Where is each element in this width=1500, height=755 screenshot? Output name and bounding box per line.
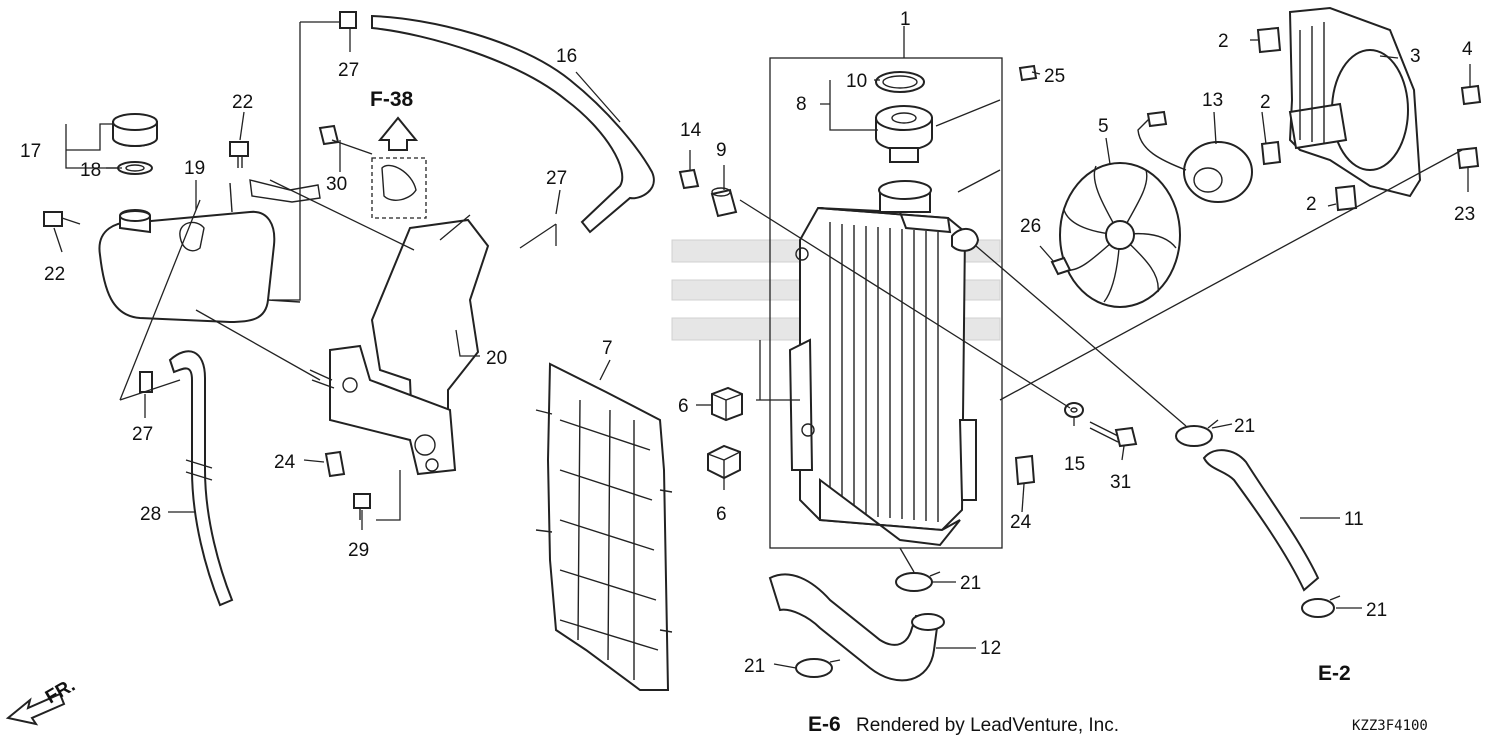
- label-14: 14: [680, 120, 702, 141]
- reserve-tank-cap: [112, 113, 158, 175]
- label-23: 23: [1454, 204, 1475, 225]
- rubber-6-lower: [707, 444, 741, 480]
- label-6-upper: 6: [678, 396, 689, 417]
- label-21-hose12-top: 21: [960, 573, 981, 594]
- label-20: 20: [486, 348, 507, 369]
- label-31: 31: [1110, 472, 1131, 493]
- siphon-hose: [371, 14, 655, 234]
- label-30: 30: [326, 174, 347, 195]
- label-3: 3: [1410, 46, 1421, 67]
- label-22-upper: 22: [232, 92, 253, 113]
- label-7: 7: [602, 338, 613, 359]
- f38-detail-box: [371, 157, 427, 219]
- label-1: 1: [900, 9, 911, 30]
- label-22-left: 22: [44, 264, 65, 285]
- collar-9: [710, 187, 738, 218]
- label-24-left: 24: [274, 452, 296, 473]
- label-25: 25: [1044, 66, 1065, 87]
- label-19: 19: [184, 158, 205, 179]
- label-5: 5: [1098, 116, 1109, 137]
- label-21-hose12-bottom: 21: [744, 656, 765, 677]
- label-4: 4: [1462, 39, 1473, 60]
- fan-shroud: [1288, 6, 1422, 198]
- label-27-mid: 27: [546, 168, 567, 189]
- label-8: 8: [796, 94, 807, 115]
- label-13: 13: [1202, 90, 1223, 111]
- nut-26: [1050, 256, 1072, 276]
- reserve-tank: [98, 179, 321, 324]
- washer-15: [1064, 402, 1084, 418]
- label-6-lower: 6: [716, 504, 727, 525]
- clip-2-low: [1334, 184, 1358, 212]
- bolt-25: [1018, 64, 1038, 82]
- label-26: 26: [1020, 216, 1041, 237]
- diagram-code: KZZ3F4100: [1352, 718, 1428, 734]
- clamp-21-hose12-bottom: [795, 658, 841, 678]
- bolt-23: [1456, 146, 1480, 170]
- radiator-bracket: [309, 218, 490, 476]
- f38-arrow: [377, 116, 419, 151]
- label-2-top: 2: [1218, 31, 1229, 52]
- label-9: 9: [716, 140, 727, 161]
- label-29: 29: [348, 540, 369, 561]
- clip-24-right: [1014, 454, 1036, 486]
- bolt-29: [353, 493, 371, 520]
- label-21-hose11-top: 21: [1234, 416, 1255, 437]
- bolt-22-upper: [229, 141, 249, 168]
- label-17: 17: [20, 141, 41, 162]
- label-12: 12: [980, 638, 1001, 659]
- label-28: 28: [140, 504, 161, 525]
- label-27-top: 27: [338, 60, 359, 81]
- bolt-22-left: [43, 211, 81, 227]
- label-15: 15: [1064, 454, 1085, 475]
- clip-2-top: [1256, 26, 1282, 54]
- grommet-14: [678, 168, 700, 190]
- bolt-30: [318, 124, 373, 155]
- radiator-cap: [875, 71, 933, 163]
- label-24-right: 24: [1010, 512, 1032, 533]
- ref-e6: E-6: [808, 713, 841, 736]
- ref-f38: F-38: [370, 88, 414, 111]
- label-11: 11: [1344, 509, 1364, 530]
- fan-motor: [1137, 110, 1253, 203]
- upper-hose: [1202, 449, 1320, 592]
- label-27-left: 27: [132, 424, 153, 445]
- bolt-31: [1089, 421, 1138, 448]
- leader-lines: [53, 26, 1471, 669]
- label-2-low: 2: [1306, 194, 1317, 215]
- overflow-hose: [168, 350, 234, 607]
- bolt-4: [1460, 84, 1482, 106]
- label-10: 10: [846, 71, 867, 92]
- part-labels: 1 2 2 2 3 4 5 6 6 7 8 9 10 11 12 13 14 1…: [20, 9, 1475, 677]
- ref-e2: E-2: [1318, 662, 1351, 685]
- radiator-assy-box: [769, 57, 1003, 549]
- front-direction-arrow: [5, 692, 66, 726]
- label-16: 16: [556, 46, 577, 67]
- clamp-21-hose11-bottom: [1301, 595, 1341, 618]
- clamp-21-hose11-top: [1175, 419, 1219, 447]
- label-2-mid: 2: [1260, 92, 1271, 113]
- credit-text: Rendered by LeadVenture, Inc.: [856, 715, 1119, 736]
- lower-hose: [768, 573, 940, 682]
- clip-27-left: [139, 371, 153, 393]
- label-21-hose11-bottom: 21: [1366, 600, 1387, 621]
- radiator-shroud: [535, 362, 673, 691]
- clip-24-left: [324, 450, 346, 478]
- cooling-fan: [1059, 162, 1181, 308]
- rubber-6-upper: [711, 386, 743, 422]
- radiator: [788, 180, 980, 547]
- label-18: 18: [80, 160, 101, 181]
- clip-2-mid: [1260, 140, 1282, 166]
